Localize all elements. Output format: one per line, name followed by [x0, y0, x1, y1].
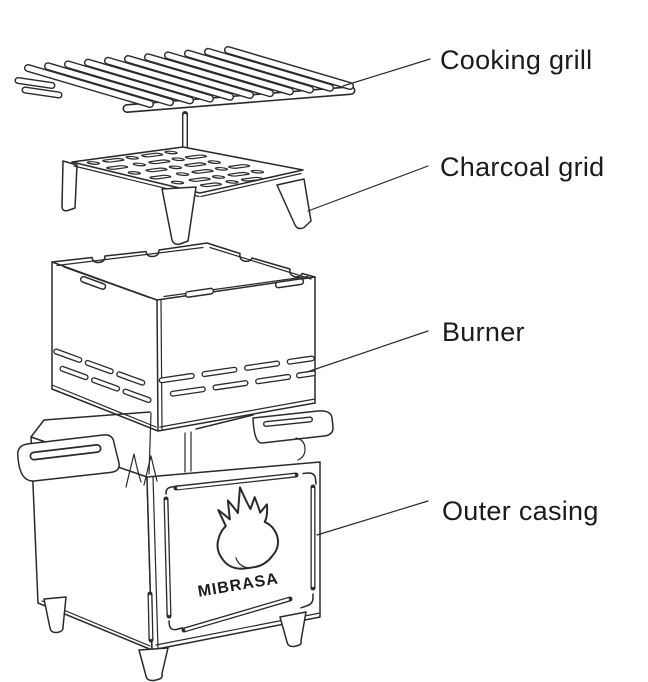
- flame-logo-icon: [216, 486, 280, 570]
- label-cooking-grill: Cooking grill: [440, 45, 593, 75]
- outer-casing-drawing: MIBRASA: [16, 410, 334, 682]
- cooking-grill-drawing: [14, 46, 356, 166]
- burner-drawing: [51, 242, 316, 432]
- charcoal-grid-drawing: [62, 147, 311, 246]
- charcoal-grid-holes: [83, 149, 291, 189]
- label-burner: Burner: [442, 317, 525, 347]
- leader-lines: [306, 58, 431, 536]
- label-outer-casing: Outer casing: [442, 496, 599, 526]
- label-charcoal-grid: Charcoal grid: [440, 152, 605, 182]
